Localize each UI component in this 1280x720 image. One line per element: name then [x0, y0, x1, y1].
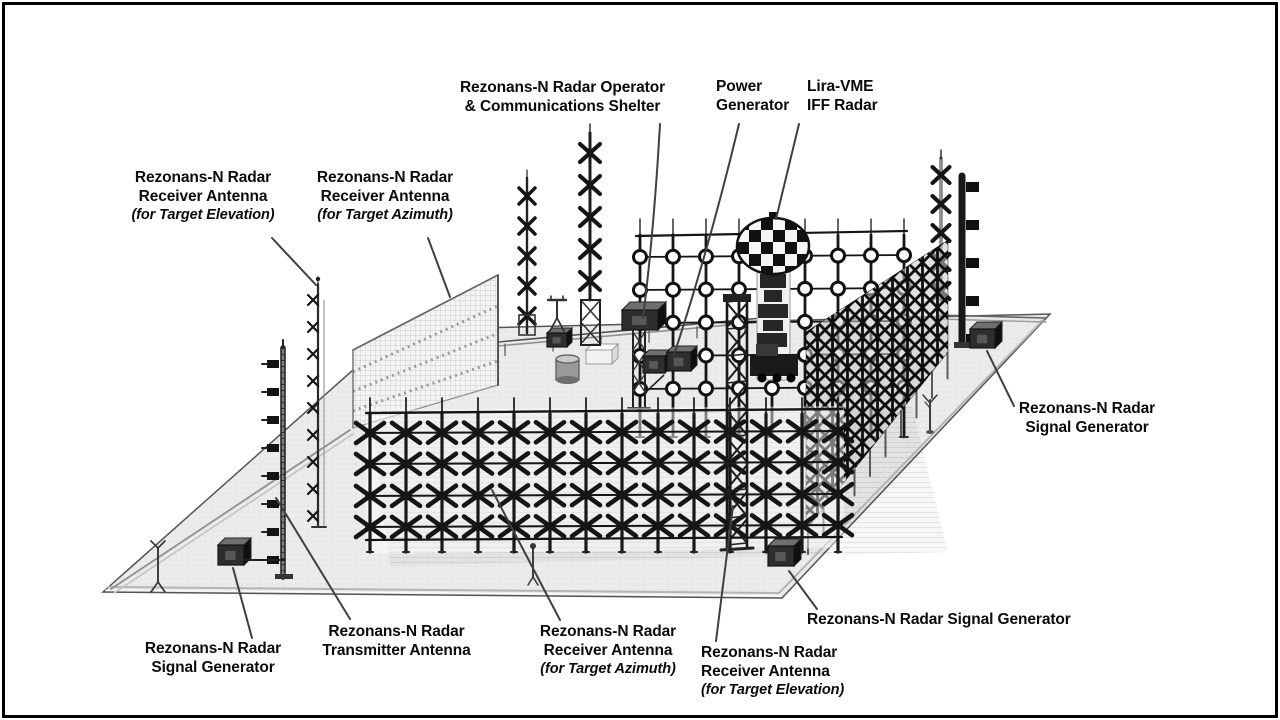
- label-signal-generator-right: Rezonans-N Radar Signal Generator: [1018, 400, 1156, 436]
- label-receiver-antenna-azimuth-left: Rezonans-N Radar Receiver Antenna (for T…: [316, 169, 454, 223]
- label-receiver-antenna-elevation-bottom: Rezonans-N Radar Receiver Antenna (for T…: [701, 644, 845, 698]
- label-receiver-antenna-azimuth-bottom: Rezonans-N Radar Receiver Antenna (for T…: [539, 623, 677, 677]
- left-receiver-elevation-mast: [306, 276, 327, 529]
- shelter-and-power-equipment: [545, 295, 699, 409]
- transmitter-column-mast: [261, 339, 293, 580]
- label-receiver-antenna-elevation-left: Rezonans-N Radar Receiver Antenna (for T…: [131, 169, 275, 223]
- label-transmitter-antenna: Rezonans-N Radar Transmitter Antenna: [322, 623, 471, 659]
- iff-radar-tower: [735, 212, 811, 383]
- mesh-receiver-panel: [352, 274, 499, 429]
- label-power-generator: Power Generator: [716, 78, 790, 114]
- leader-lines: [232, 123, 1015, 642]
- rear-masts: [517, 123, 603, 346]
- label-signal-generator-bottom-right: Rezonans-N Radar Signal Generator: [807, 611, 1071, 628]
- label-lira-vme-iff-radar: Lira-VME IFF Radar: [807, 78, 878, 114]
- signal-generator-boxes: [150, 320, 1004, 593]
- front-receiver-array: [353, 397, 855, 554]
- front-lattice-mast: [719, 294, 755, 552]
- label-operator-communications-shelter: Rezonans-N Radar Operator & Communicatio…: [459, 79, 666, 115]
- label-signal-generator-bottom-left: Rezonans-N Radar Signal Generator: [144, 640, 282, 676]
